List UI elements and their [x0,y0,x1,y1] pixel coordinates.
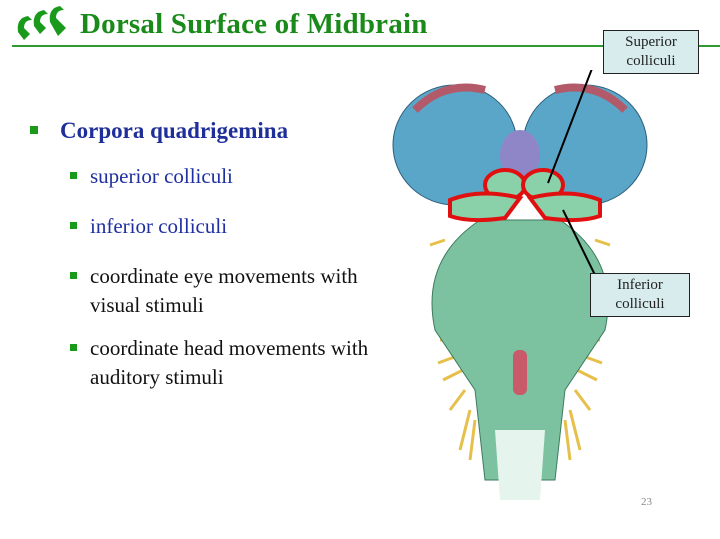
slide-title: Dorsal Surface of Midbrain [80,8,428,40]
inferior-pointer [562,209,596,276]
bullet-heading: Corpora quadrigemina [30,118,370,144]
bullet-marker [70,172,77,179]
colliculi-outline [448,168,602,223]
bullet-text: inferior colliculi [90,214,228,238]
sub-bullet: coordinate eye movements with visual sti… [30,262,370,320]
page-number: 23 [641,496,652,508]
bullet-text: coordinate eye movements with visual sti… [90,264,358,317]
bullet-marker [70,344,77,351]
title-divider [12,45,720,47]
superior-pointer [547,70,593,184]
sub-bullet: superior colliculi [30,162,370,191]
sub-bullet: inferior colliculi [30,212,370,241]
pineal-structure [513,350,527,395]
sub-bullet: coordinate head movements with auditory … [30,334,370,392]
bullet-marker [30,126,38,134]
midbrain-illustration [392,70,648,500]
gcc-logo [17,6,66,40]
superior-colliculi-label: Superior colliculi [603,30,699,74]
bullet-text: coordinate head movements with auditory … [90,336,369,389]
bullet-text: Corpora quadrigemina [60,118,289,143]
bullet-marker [70,222,77,229]
bullet-list: Corpora quadrigemina superior colliculi … [30,118,370,392]
bullet-text: superior colliculi [90,164,233,188]
bullet-marker [70,272,77,279]
inferior-colliculi-label: Inferior colliculi [590,273,690,317]
